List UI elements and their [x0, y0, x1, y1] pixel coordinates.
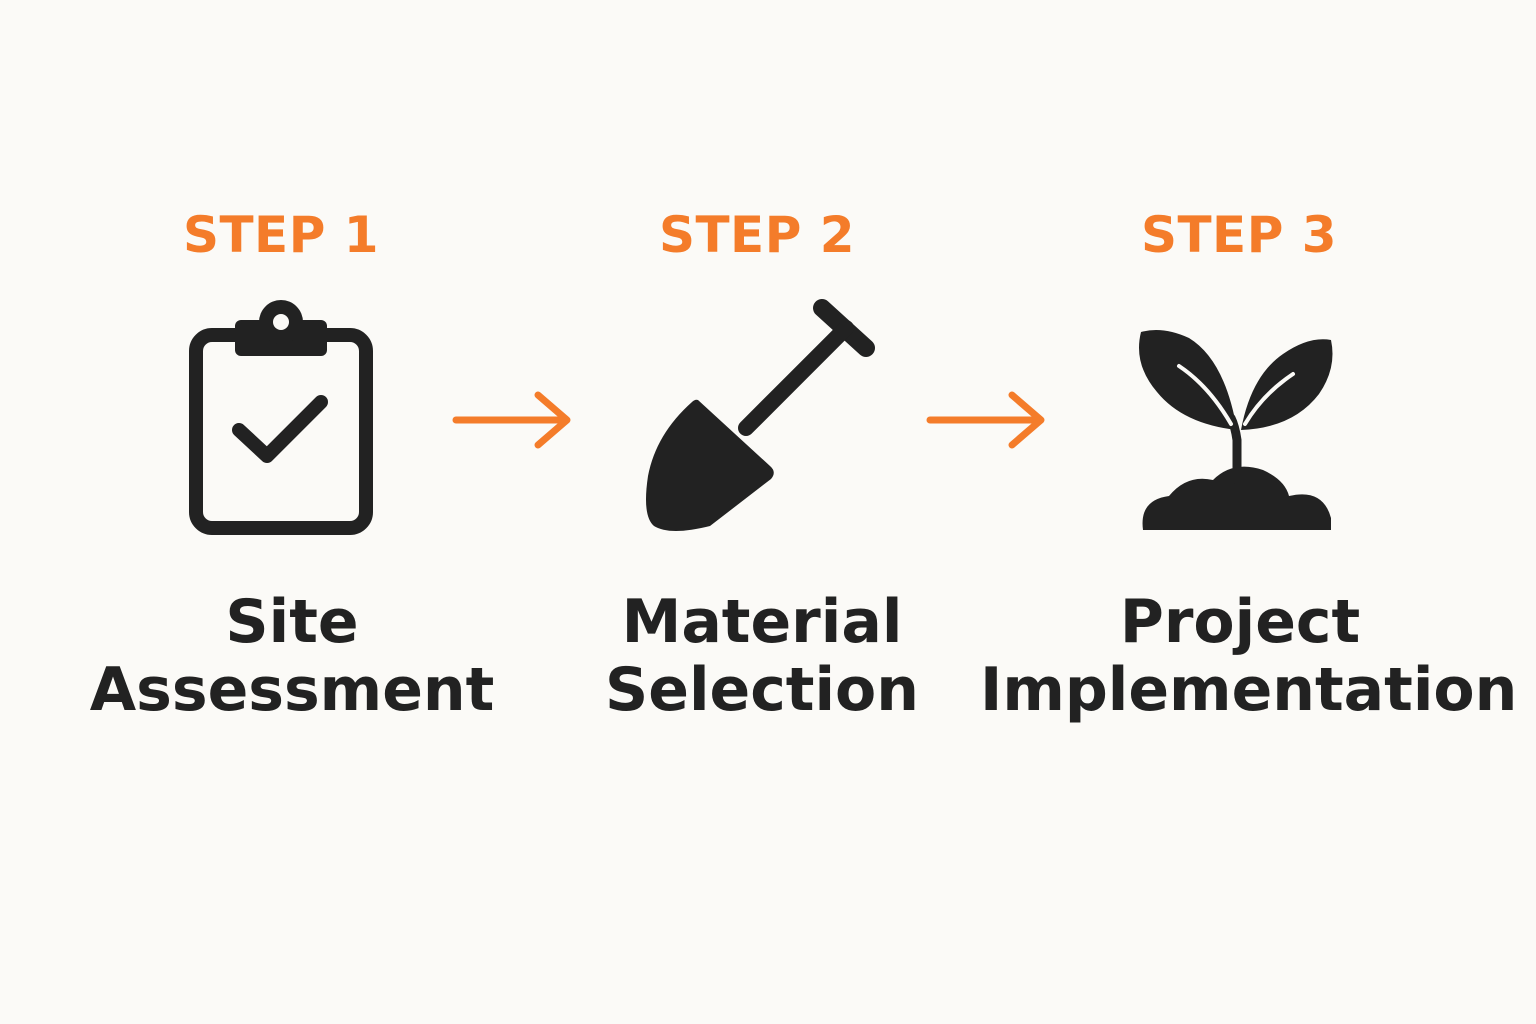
step-3-title-line-1: Project: [1119, 587, 1361, 657]
step-2-title-line-1: Material: [621, 587, 903, 657]
arrow-right-icon: [452, 391, 571, 449]
shovel-icon: [646, 299, 875, 531]
step-1-title: Site Assessment: [32, 588, 552, 724]
step-2-title-line-2: Selection: [605, 655, 919, 725]
step-1-title-line-1: Site: [225, 587, 359, 657]
step-3-title: Project Implementation: [980, 587, 1518, 725]
step-3-label: STEP 3: [1140, 206, 1338, 264]
sprout-icon: [1139, 330, 1333, 530]
clipboard-check-icon: [189, 300, 373, 535]
step-1-label: STEP 1: [182, 206, 380, 264]
arrow-right-icon: [926, 391, 1045, 449]
step-3-title-line-2: Implementation: [980, 655, 1518, 725]
step-1-title-line-2: Assessment: [89, 655, 495, 725]
step-2-label: STEP 2: [658, 206, 856, 264]
step-2-title: Material Selection: [502, 588, 1022, 724]
